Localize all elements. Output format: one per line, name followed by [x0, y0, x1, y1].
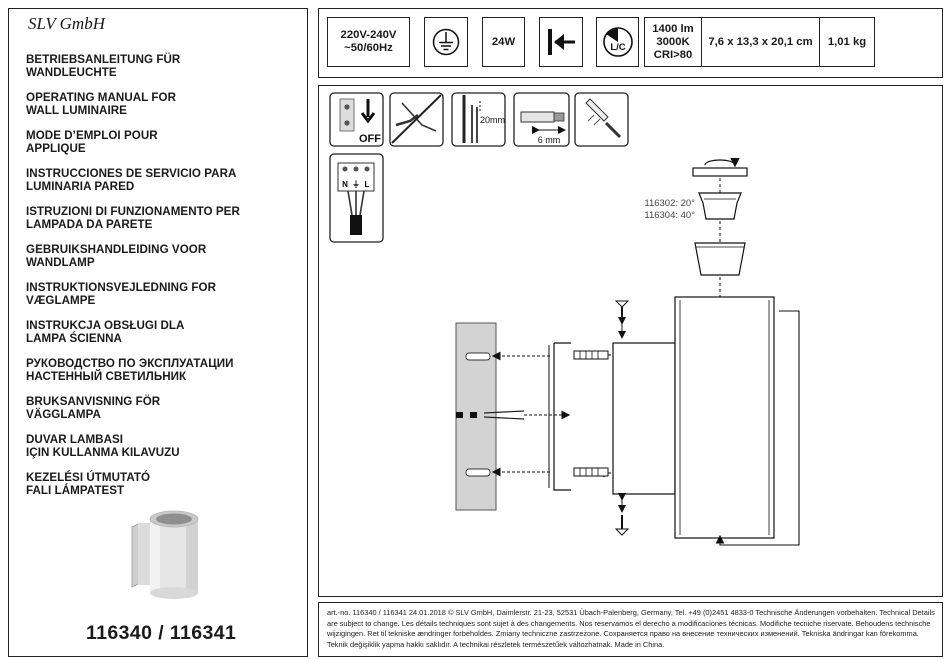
spec-power: 24W [482, 17, 525, 67]
manual-title-line: DUVAR LAMBASI [26, 433, 124, 446]
cri-value: CRI>80 [653, 48, 693, 61]
lumen-value: 1400 lm [652, 22, 694, 35]
manual-title-line: OPERATING MANUAL FOR [26, 91, 176, 104]
spec-bar [318, 8, 943, 78]
manual-title-line: VÆGLAMPE [26, 294, 96, 308]
frequency-value: ~50/60Hz [344, 42, 393, 54]
power-off-step: OFF [329, 92, 384, 147]
screwdriver-step [574, 92, 629, 147]
manual-title-line: IÇIN KULLANMA KILAVUZU [26, 446, 180, 460]
manual-title-line: GEBRUIKSHANDLEIDING VOOR [26, 243, 207, 256]
manual-title-line: BETRIEBSANLEITUNG FÜR [26, 53, 181, 66]
terminal-block-step: N ⏚ L [329, 153, 384, 243]
manual-title-line: BRUKSANVISNING FÖR [26, 395, 161, 408]
manual-title-line: MODE D’EMPLOI POUR [26, 129, 158, 142]
brand-name: SLV GmbH [28, 14, 105, 33]
lamp-housing [612, 296, 800, 546]
legal-footer: art.-no. 116340 / 116341 24.01.2018 © SL… [327, 608, 935, 649]
wall-section [455, 322, 525, 511]
wall-mount-arrow-icon [548, 29, 575, 55]
reflector-exploded-view: 116302: 20° 116304: 40° [644, 157, 748, 297]
spec-mounting [539, 17, 583, 67]
manual-title-line: ISTRUZIONI DI FUNZIONAMENTO PER [26, 205, 240, 218]
spec-dimensions: 7,6 x 13,3 x 20,1 cm [701, 17, 820, 67]
spec-weight: 1,01 kg [819, 17, 875, 67]
wire-length-label: 6 mm [538, 135, 561, 145]
weight-value: 1,01 kg [827, 35, 867, 48]
left-panel [8, 8, 308, 657]
spec-voltage: 220V-240V~50/60Hz [327, 17, 410, 67]
mounting-bracket [548, 342, 571, 491]
voltage-value: 220V-240V [340, 29, 397, 41]
power-value: 24W [491, 35, 516, 48]
variant-116304-label: 116304: 40° [644, 210, 695, 221]
manual-title-line: НАСТЕННЫЙ СВЕТИЛЬНИК [26, 370, 187, 384]
dimmable-lc-icon: L/C [602, 27, 633, 57]
product-image [131, 510, 199, 599]
terminal-l-label: L [365, 180, 370, 189]
dimensions-value: 7,6 x 13,3 x 20,1 cm [708, 35, 813, 48]
cover-screws [614, 300, 630, 536]
protective-earth-icon [432, 28, 460, 56]
color-temperature-value: 3000K [656, 35, 690, 48]
dimmer-label: L/C [610, 42, 625, 53]
manual-title-line: WANDLAMP [26, 256, 95, 270]
manual-title-line: INSTRUKTIONSVEJLEDNING FOR [26, 281, 217, 294]
spec-earth [424, 17, 468, 67]
manual-title-line: LAMPA ŚCIENNA [26, 332, 122, 346]
terminal-n-label: N [342, 180, 348, 189]
manual-title-line: INSTRUKCJA OBSŁUGI DLA [26, 319, 185, 332]
terminal-earth-label: ⏚ [352, 180, 360, 189]
manual-title-line: РУКОВОДСТВО ПО ЭКСПЛУАТАЦИИ [26, 357, 234, 370]
variant-116302-label: 116302: 20° [644, 198, 695, 209]
off-label: OFF [359, 133, 381, 145]
footer-panel [318, 602, 943, 657]
manual-title-line: APPLIQUE [26, 142, 86, 156]
wire-insulation-step: 6 mm [513, 92, 570, 147]
manual-title-line: VÄGGLAMPA [26, 408, 101, 422]
installation-diagram: OFF 20mm 6 mm N ⏚ L [329, 92, 800, 546]
manual-title-line: WANDLEUCHTE [26, 66, 117, 80]
manual-title-line: FALI LÁMPATEST [26, 484, 125, 498]
manual-title-line: LUMINARIA PARED [26, 180, 135, 194]
manual-title-line: WALL LUMINAIRE [26, 104, 127, 118]
bracket-screws [573, 350, 609, 477]
diagram-panel [318, 85, 943, 597]
spec-dimmable: L/C [596, 17, 639, 67]
strip-length-label: 20mm [480, 115, 505, 125]
article-numbers: 116340 / 116341 [86, 622, 237, 644]
manual-title-line: LAMPADA DA PARETE [26, 218, 153, 232]
no-live-work-step [389, 92, 444, 147]
strip-cable-step: 20mm [451, 92, 506, 147]
mounting-arrows [491, 350, 611, 478]
manual-title-line: KEZELÉSI ÚTMUTATÓ [26, 471, 151, 484]
manual-title-line: INSTRUCCIONES DE SERVICIO PARA [26, 167, 237, 180]
